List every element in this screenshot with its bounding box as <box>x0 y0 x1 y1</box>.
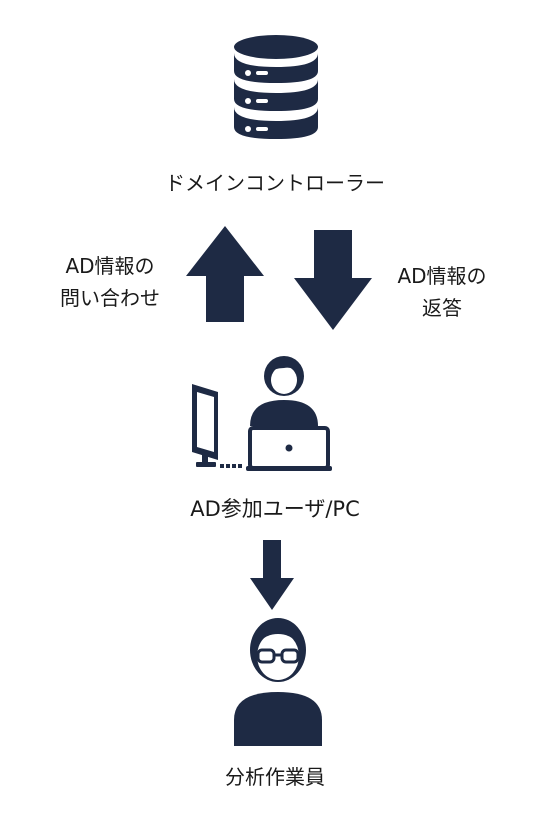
arrow-up-icon <box>186 226 264 322</box>
arrow-down-icon <box>294 230 372 330</box>
response-label: AD情報の 返答 <box>372 260 512 324</box>
query-label: AD情報の 問い合わせ <box>40 250 180 314</box>
response-label-line2: 返答 <box>422 296 462 320</box>
database-icon <box>228 33 324 141</box>
response-label-line1: AD情報の <box>397 264 487 288</box>
ad-user-label: AD参加ユーザ/PC <box>190 497 360 521</box>
domain-controller-label: ドメインコントローラー <box>165 171 385 195</box>
query-label-line1: AD情報の <box>65 254 155 278</box>
person-with-glasses-icon <box>228 612 328 746</box>
user-with-computer-icon <box>188 348 338 478</box>
analyst-label: 分析作業員 <box>225 765 325 789</box>
arrow-down-icon <box>250 540 294 610</box>
query-label-line2: 問い合わせ <box>60 286 160 310</box>
